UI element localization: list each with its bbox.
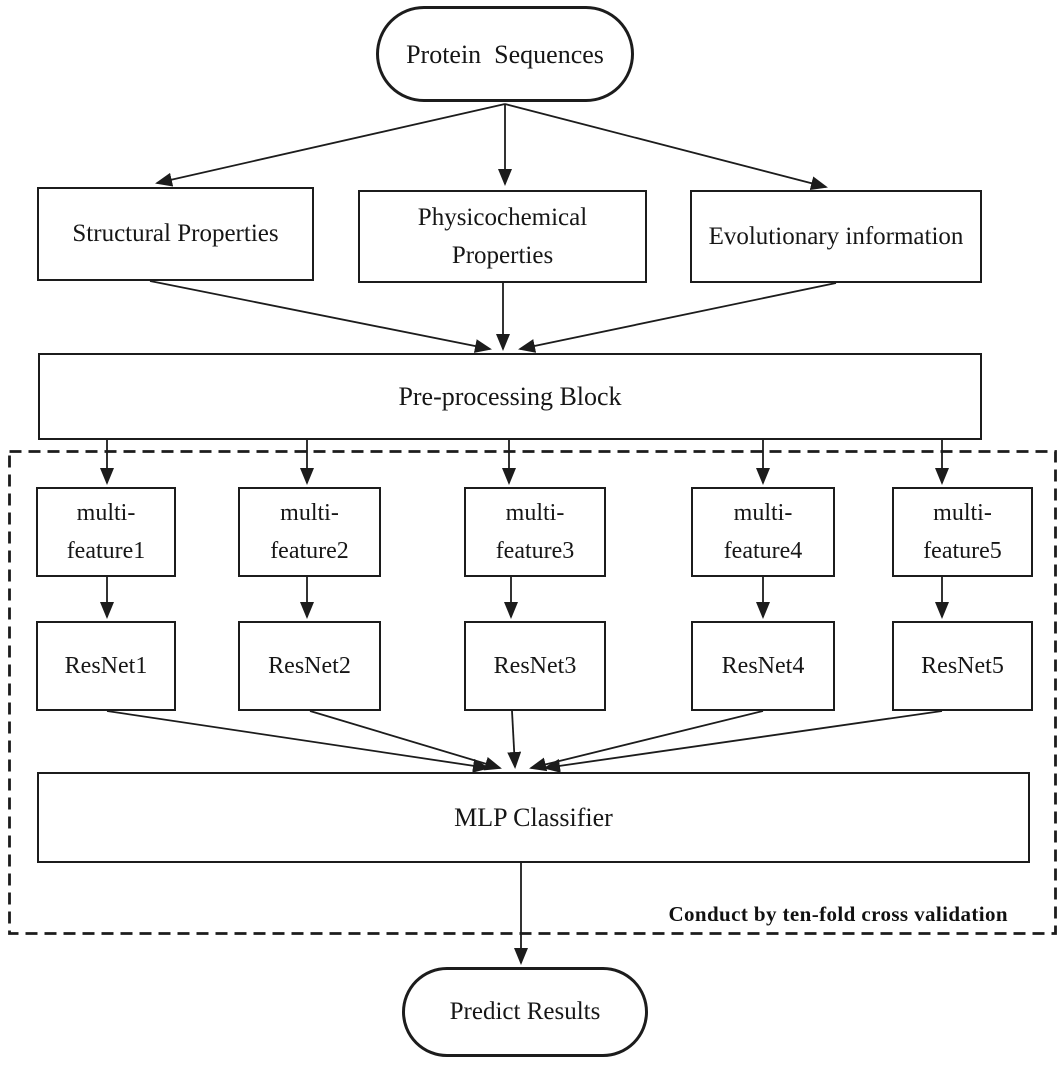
connector-resnet3-to-mlp (507, 710, 522, 769)
connector-resnet5-to-mlp (543, 710, 943, 773)
node-resnet-5: ResNet5 (892, 621, 1033, 711)
connector-evolutionary-to-preprocessing (518, 282, 837, 353)
cross-validation-note: Conduct by ten-fold cross validation (668, 901, 1008, 926)
node-resnet-4: ResNet4 (691, 621, 835, 711)
node-multi-feature-4: multi- feature4 (691, 487, 835, 577)
node-resnet-2: ResNet2 (238, 621, 381, 711)
node-protein-sequences: Protein Sequences (376, 6, 634, 102)
node-predict-results: Predict Results (402, 967, 648, 1057)
node-physicochemical-properties: Physicochemical Properties (358, 190, 647, 283)
node-multi-feature-3: multi- feature3 (464, 487, 606, 577)
node-structural-properties: Structural Properties (37, 187, 314, 281)
node-evolutionary-information: Evolutionary information (690, 190, 982, 283)
node-multi-feature-5: multi- feature5 (892, 487, 1033, 577)
node-preprocessing-block: Pre-processing Block (38, 353, 982, 440)
node-resnet-3: ResNet3 (464, 621, 606, 711)
connector-resnet1-to-mlp (106, 710, 490, 773)
connector-structural-to-preprocessing (149, 280, 492, 353)
connector-protein-to-structural (155, 103, 506, 187)
connector-resnet4-to-mlp (529, 710, 764, 772)
node-resnet-1: ResNet1 (36, 621, 176, 711)
node-multi-feature-2: multi- feature2 (238, 487, 381, 577)
connector-protein-to-evolutionary (504, 103, 828, 191)
node-multi-feature-1: multi- feature1 (36, 487, 176, 577)
node-mlp-classifier: MLP Classifier (37, 772, 1030, 863)
connector-resnet2-to-mlp (309, 710, 502, 771)
